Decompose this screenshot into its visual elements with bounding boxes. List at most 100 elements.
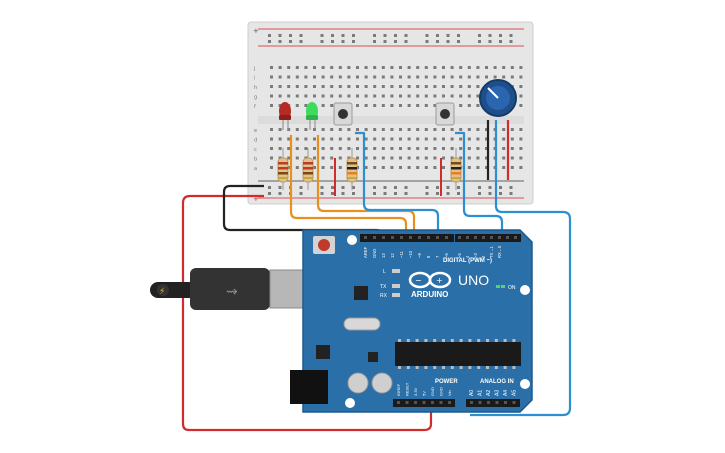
rail-hole [488, 192, 492, 195]
rail-hole [289, 34, 292, 37]
wire-red-5v[interactable] [181, 194, 433, 432]
header-pin[interactable] [373, 236, 376, 239]
header-pin[interactable] [514, 236, 517, 239]
header-pin[interactable] [490, 236, 493, 239]
breadboard-hole [476, 75, 480, 79]
breadboard-hole [270, 85, 273, 88]
header-pin[interactable] [487, 401, 490, 404]
wire-blue-button1[interactable] [355, 131, 440, 240]
breadboard-hole [373, 94, 377, 98]
led-red[interactable] [279, 102, 291, 130]
chip-pin [406, 339, 410, 342]
breadboard-hole [407, 147, 411, 150]
header-pin[interactable] [422, 401, 426, 404]
header-pin[interactable] [498, 236, 501, 239]
header-pin[interactable] [466, 236, 469, 239]
chip-pin [433, 366, 437, 369]
header-pin[interactable] [474, 236, 477, 239]
header-pin[interactable] [495, 401, 499, 404]
header-pin[interactable] [478, 401, 482, 404]
header-pin[interactable] [391, 236, 394, 239]
rail-hole [446, 186, 450, 189]
pushbutton-1[interactable] [333, 102, 353, 126]
header-pin[interactable] [439, 401, 443, 404]
header-pin[interactable] [506, 236, 509, 239]
breadboard-hole [442, 156, 445, 160]
usb-cable[interactable]: ⚡ ⇝ [150, 268, 307, 310]
header-pin[interactable] [397, 401, 400, 404]
analog-header[interactable] [466, 399, 520, 407]
header-pin[interactable] [409, 236, 412, 239]
rail-hole [509, 192, 513, 195]
breadboard-hole [424, 66, 428, 69]
row-letter: g [254, 95, 257, 101]
dc-power-jack[interactable] [290, 370, 328, 404]
header-pin[interactable] [414, 401, 417, 404]
header-pin[interactable] [418, 236, 421, 239]
digital-header-right[interactable] [455, 234, 521, 242]
pushbutton-2[interactable] [435, 102, 455, 126]
header-pin[interactable] [458, 236, 461, 239]
resistor-1[interactable] [277, 148, 289, 190]
rail-hole [436, 40, 439, 43]
header-pin[interactable] [382, 236, 385, 239]
resistor-2[interactable] [302, 148, 314, 190]
breadboard-hole [519, 85, 523, 88]
breadboard-hole [519, 104, 523, 107]
reset-button[interactable] [313, 236, 335, 254]
usb-bolt-icon: ⚡ [159, 287, 165, 297]
rail-hole [373, 40, 376, 43]
header-pin[interactable] [504, 401, 507, 404]
breadboard-hole [502, 75, 506, 79]
header-pin[interactable] [445, 236, 448, 239]
breadboard-hole [270, 104, 273, 107]
breadboard-hole [424, 137, 428, 141]
wire-blue-button2[interactable] [455, 131, 504, 240]
breadboard-hole [330, 128, 334, 131]
breadboard-hole [459, 104, 463, 107]
header-pin[interactable] [400, 236, 403, 239]
chip-pin [477, 339, 481, 342]
chip-pin [398, 339, 401, 342]
breadboard-hole [502, 147, 506, 150]
arduino-logo-icon: − + [408, 271, 452, 289]
header-pin[interactable] [512, 401, 516, 404]
rail-hole [383, 192, 387, 195]
resistor-4[interactable] [450, 148, 462, 190]
header-pin[interactable] [427, 236, 430, 239]
analog-pin-label: A3 [495, 390, 501, 396]
breadboard-hole [278, 66, 282, 69]
rail-hole [331, 40, 334, 43]
header-pin[interactable] [470, 401, 473, 404]
breadboard-hole [321, 156, 325, 160]
rail-hole [331, 186, 334, 189]
header-pin[interactable] [436, 236, 439, 239]
wire-orange-12[interactable] [316, 135, 416, 240]
breadboard-hole [416, 94, 420, 98]
digital-header-left[interactable] [360, 234, 454, 242]
breadboard-hole [287, 156, 291, 160]
header-pin[interactable] [482, 236, 485, 239]
rail-hole [352, 34, 355, 37]
potentiometer[interactable] [479, 79, 517, 117]
arduino-brand-label: ARDUINO [411, 290, 448, 299]
wire-blue-pot[interactable] [470, 120, 572, 417]
breadboard-hole [373, 66, 377, 69]
breadboard-hole [338, 75, 342, 79]
usb-chip [354, 286, 368, 300]
breadboard-hole [476, 94, 480, 98]
breadboard-hole [338, 147, 342, 150]
led-green[interactable] [306, 102, 318, 130]
breadboard-hole [364, 85, 368, 88]
header-pin[interactable] [364, 236, 367, 239]
chip-pin [503, 366, 507, 369]
resistor-3[interactable] [346, 148, 358, 190]
header-pin[interactable] [405, 401, 409, 404]
wire-orange-13[interactable] [289, 135, 408, 240]
wires[interactable] [181, 120, 572, 432]
header-pin[interactable] [431, 401, 434, 404]
header-pin[interactable] [448, 401, 451, 404]
svg-text:−: − [415, 276, 422, 285]
